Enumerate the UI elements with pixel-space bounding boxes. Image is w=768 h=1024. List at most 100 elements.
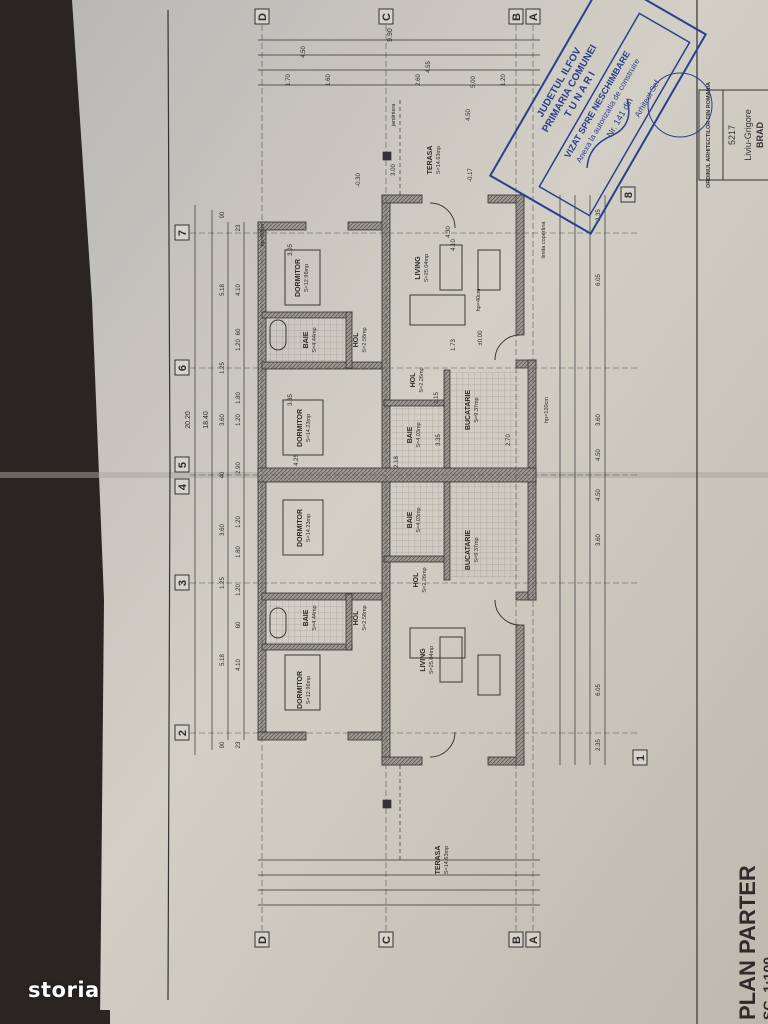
room-area: S=25.04mp (429, 646, 435, 674)
room-area: S=14.23mp (306, 514, 312, 542)
room-area: S=14.63mp (436, 146, 442, 174)
room-name: BAIE (407, 426, 414, 443)
room-area: S=12.96mp (306, 676, 312, 704)
dim-col-top: 1.60 (326, 74, 332, 86)
dim-row-bottom: 6.05 (596, 684, 602, 696)
room-area: S=9.37mp (474, 397, 480, 422)
room-name: BAIE (303, 609, 310, 626)
room-area: S=4.03mp (416, 507, 422, 532)
round-seal (647, 72, 713, 138)
dim-row-outer: 5.18 (220, 654, 226, 666)
room-name: BUCATARIE (465, 390, 472, 431)
dim-row-inner: 23 (236, 741, 242, 748)
plan-note: jardiniera (391, 103, 397, 128)
plan-scale: SC. 1:100 (760, 957, 768, 1020)
room-name: BUCATARIE (465, 530, 472, 571)
axis-number: 6 (174, 359, 190, 376)
axis-letter: D (254, 8, 270, 25)
room-name: DORMITOR (297, 509, 304, 547)
dim-total-width: 9.90 (387, 28, 394, 42)
axis-letter: A (525, 8, 541, 25)
axis-number: 1 (632, 749, 648, 766)
frame-line-left (167, 9, 171, 1001)
oar-number: 5217 (727, 125, 737, 145)
dim-label: 3.35 (288, 394, 294, 406)
dim-label: 2.70 (506, 434, 512, 446)
room-name: HOL (353, 610, 360, 626)
dim-col-top: 5.00 (471, 76, 477, 88)
dim-row-inner: 23 (236, 224, 242, 231)
dim-row-outer: 90 (220, 741, 226, 748)
dim-row-bottom: 4.50 (596, 489, 602, 501)
axis-letter-label: B (511, 936, 523, 944)
level-mark: -0.30 (356, 173, 362, 187)
level-mark: ±0.00 (478, 330, 484, 346)
room-area: S=9.37mp (474, 537, 480, 562)
axis-letter-label: B (511, 13, 523, 21)
room-name: BAIE (303, 331, 310, 348)
dim-row-outer: 3.60 (220, 524, 226, 536)
axis-number: 2 (174, 724, 190, 741)
dim-label: 1.73 (451, 339, 457, 351)
axis-letter-label: D (257, 13, 269, 21)
room-area: S=4.03mp (416, 422, 422, 447)
room-name: LIVING (420, 648, 427, 672)
axis-letter: D (254, 931, 270, 948)
dim-row-bottom: 2.35 (596, 739, 602, 751)
dim-label: 3.35 (436, 434, 442, 446)
dim-row-inner: 60 (236, 621, 242, 628)
room-name: DORMITOR (297, 409, 304, 447)
dim-col-top: 4.55 (426, 61, 432, 73)
dim-col-top: 1.20 (501, 74, 507, 86)
room-area: S=2.58mp (362, 605, 368, 630)
dim-label: 4.10 (451, 239, 457, 251)
room-name: HOL (353, 332, 360, 348)
dim-row-inner: 1.20 (236, 414, 242, 426)
axis-number: 5 (174, 456, 190, 473)
room-area: S=2.26mp (422, 567, 428, 592)
dim-row-inner: 4.10 (236, 284, 242, 296)
room-area: S=4.44mp (312, 327, 318, 352)
axis-number: 8 (620, 186, 636, 203)
axis-letter-label: C (381, 13, 393, 21)
dim-row-inner: 4.10 (236, 659, 242, 671)
dim-label: 3.05 (288, 244, 294, 256)
dim-row-inner: 60 (236, 328, 242, 335)
plan-title: PLAN PARTER (735, 865, 760, 1020)
room-name: TERASA (435, 846, 442, 875)
room-name: DORMITOR (295, 259, 302, 297)
dim-label: 3.00 (391, 164, 397, 176)
axis-number: 7 (174, 224, 190, 241)
oar-org: ORDINUL ARHITECTILOR DIN ROMANIA (706, 82, 712, 188)
room-name: LIVING (415, 256, 422, 280)
axis-letter: C (378, 8, 394, 25)
dim-row-bottom: 3.60 (596, 414, 602, 426)
dim-row-bottom: 6.05 (596, 274, 602, 286)
room-area: S=14.23mp (306, 414, 312, 442)
dim-inner-length: 18.40 (203, 411, 210, 429)
dim-col-top: 4.50 (301, 46, 307, 58)
dim-total-length: 20.20 (185, 411, 192, 429)
plan-note: hp=40cm (476, 288, 482, 311)
room-area: S=14.63mp (444, 846, 450, 874)
axis-letter-label: A (528, 936, 540, 944)
dim-row-inner: 1.20 (236, 584, 242, 596)
dim-label: 1.15 (434, 392, 440, 404)
axis-letter-label: A (528, 13, 540, 21)
dim-row-inner: 1.20 (236, 516, 242, 528)
dimension-lines (194, 39, 606, 906)
plan-note: limita copertina (541, 221, 547, 259)
axis-number-label: 7 (177, 230, 189, 236)
axis-number: 4 (174, 478, 190, 495)
dim-row-bottom: 3.60 (596, 534, 602, 546)
room-name: HOL (410, 372, 417, 388)
